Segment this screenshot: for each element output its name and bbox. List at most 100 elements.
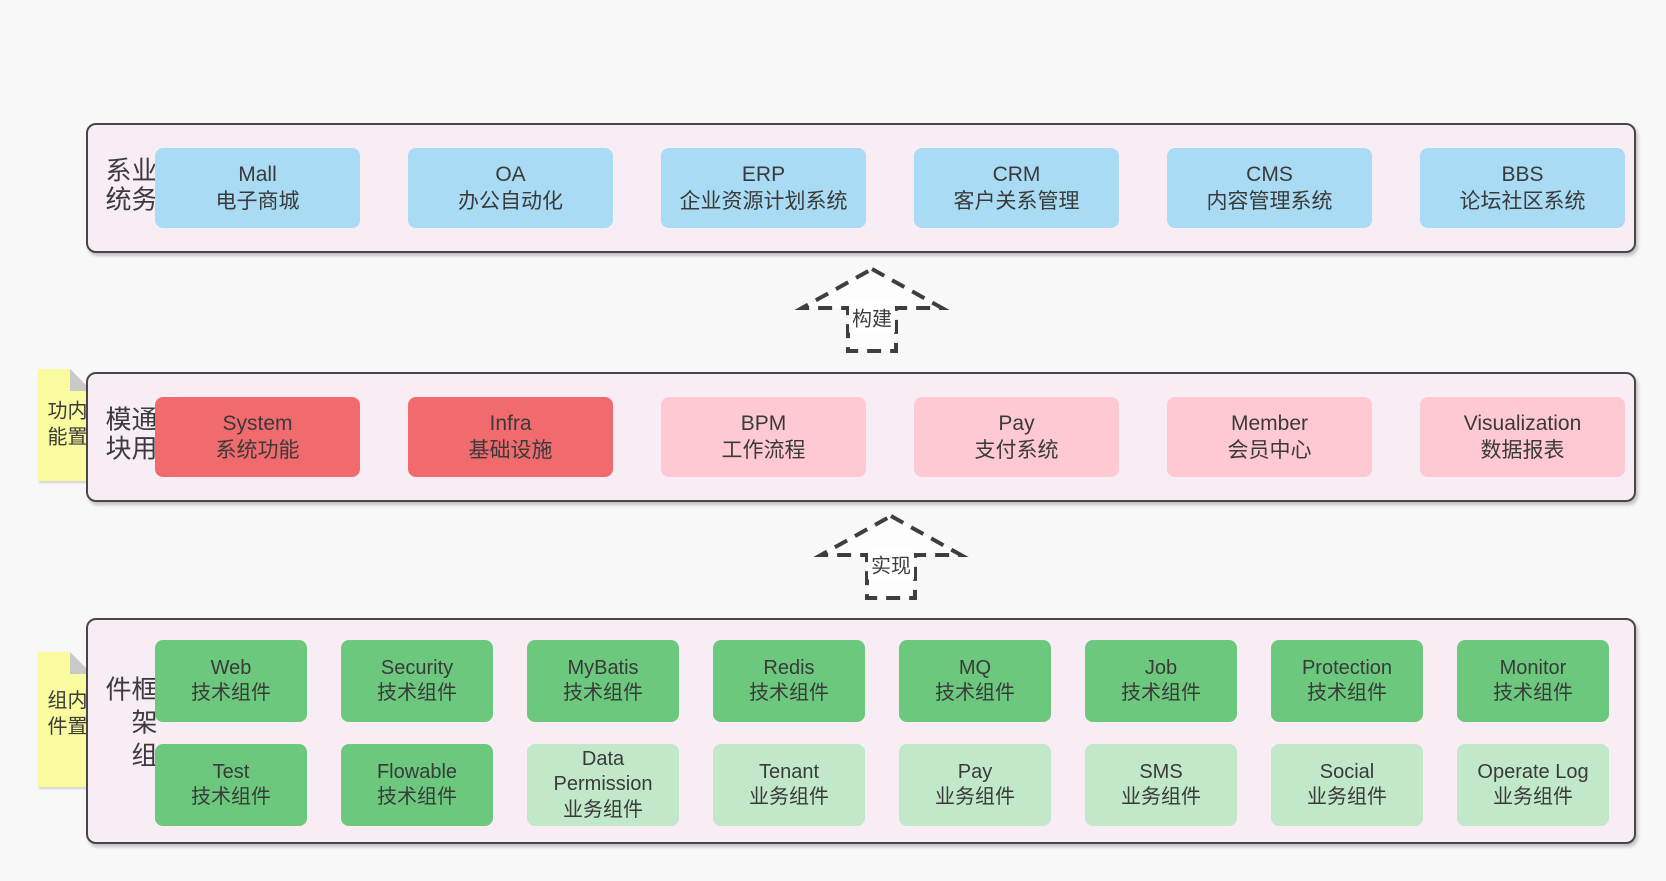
box-tenant: Tenant 业务组件 <box>713 744 865 826</box>
box-sms: SMS 业务组件 <box>1085 744 1237 826</box>
box-erp: ERP 企业资源计划系统 <box>661 148 866 228</box>
box-title: Mall <box>238 162 277 186</box>
layer-common-modules-label: 通用模块 <box>102 405 158 464</box>
box-title: Job <box>1144 656 1178 679</box>
box-oa: OA 办公自动化 <box>408 148 613 228</box>
sticky-builtin-components-label: 内置组件 <box>44 689 86 742</box>
box-subtitle: 技术组件 <box>1121 682 1201 704</box>
box-subtitle: 数据报表 <box>1480 439 1565 462</box>
layer-framework-components-label: 框架组件 <box>102 675 158 775</box>
layer-common-modules: 通用模块 System 系统功能 Infra 基础设施 BPM 工作流程 Pay 支付系统 Me… <box>86 372 1636 502</box>
box-subtitle: 基础设施 <box>468 439 553 462</box>
box-title: Data Permission <box>553 748 653 796</box>
box-subtitle: 技术组件 <box>935 682 1015 704</box>
business-systems-box-row: Mall 电子商城 OA 办公自动化 ERP 企业资源计划系统 CRM 客户关系管理 CMS 内容… <box>155 148 1625 228</box>
box-title: Security <box>380 656 454 679</box>
box-subtitle: 电子商城 <box>215 190 300 213</box>
box-subtitle: 企业资源计划系统 <box>679 190 848 213</box>
sticky-note-builtin-components: 内置组件 <box>38 652 92 787</box>
arrow-implement-label: 实现 <box>868 548 914 580</box>
box-social: Social 业务组件 <box>1271 744 1423 826</box>
box-title: Infra <box>489 411 532 435</box>
box-title: Flowable <box>376 760 458 783</box>
box-subtitle: 技术组件 <box>377 786 457 808</box>
arrow-build: 构建 <box>792 266 952 354</box>
box-monitor: Monitor 技术组件 <box>1457 640 1609 722</box>
box-title: Tenant <box>758 760 820 783</box>
box-title: BBS <box>1501 162 1544 186</box>
arrow-implement: 实现 <box>811 513 971 601</box>
box-mall: Mall 电子商城 <box>155 148 360 228</box>
box-title: Web <box>210 656 252 679</box>
arrow-build-label: 构建 <box>849 301 895 333</box>
box-subtitle: 业务组件 <box>1493 786 1573 808</box>
box-cms: CMS 内容管理系统 <box>1167 148 1372 228</box>
box-subtitle: 办公自动化 <box>458 190 563 213</box>
box-subtitle: 业务组件 <box>1121 786 1201 808</box>
box-subtitle: 技术组件 <box>563 682 643 704</box>
common-modules-box-row: System 系统功能 Infra 基础设施 BPM 工作流程 Pay 支付系统 Member 会… <box>155 397 1625 477</box>
box-mybatis: MyBatis 技术组件 <box>527 640 679 722</box>
box-title: BPM <box>740 411 787 435</box>
box-subtitle: 客户关系管理 <box>953 190 1080 213</box>
sticky-note-builtin-features: 内置功能 <box>38 369 92 481</box>
box-visualization: Visualization 数据报表 <box>1420 397 1625 477</box>
box-subtitle: 业务组件 <box>749 786 829 808</box>
box-title: Test <box>212 760 250 783</box>
box-subtitle: 支付系统 <box>974 439 1059 462</box>
box-subtitle: 系统功能 <box>215 439 300 462</box>
layer-business-systems: 业务系统 Mall 电子商城 OA 办公自动化 ERP 企业资源计划系统 CRM 客户关系管理… <box>86 123 1636 253</box>
box-subtitle: 内容管理系统 <box>1206 190 1333 213</box>
box-title: CRM <box>992 162 1041 186</box>
box-title: Pay <box>998 411 1035 435</box>
box-subtitle: 业务组件 <box>1307 786 1387 808</box>
box-bbs: BBS 论坛社区系统 <box>1420 148 1625 228</box>
box-redis: Redis 技术组件 <box>713 640 865 722</box>
box-title: Social <box>1319 760 1375 783</box>
box-pay: Pay 业务组件 <box>899 744 1051 826</box>
box-subtitle: 工作流程 <box>721 439 806 462</box>
box-job: Job 技术组件 <box>1085 640 1237 722</box>
box-web: Web 技术组件 <box>155 640 307 722</box>
box-title: Monitor <box>1499 656 1567 679</box>
box-subtitle: 技术组件 <box>191 682 271 704</box>
box-title: System <box>222 411 293 435</box>
box-subtitle: 技术组件 <box>749 682 829 704</box>
box-title: Operate Log <box>1477 760 1589 783</box>
box-infra: Infra 基础设施 <box>408 397 613 477</box>
box-flowable: Flowable 技术组件 <box>341 744 493 826</box>
box-title: CMS <box>1246 162 1293 186</box>
box-title: ERP <box>741 162 786 186</box>
box-subtitle: 会员中心 <box>1227 439 1312 462</box>
box-member: Member 会员中心 <box>1167 397 1372 477</box>
box-system: System 系统功能 <box>155 397 360 477</box>
box-subtitle: 论坛社区系统 <box>1459 190 1586 213</box>
box-subtitle: 业务组件 <box>563 798 643 821</box>
box-protection: Protection 技术组件 <box>1271 640 1423 722</box>
box-title: OA <box>495 162 526 186</box>
box-title: Redis <box>763 656 815 679</box>
box-title: SMS <box>1139 760 1183 783</box>
layer-business-systems-label: 业务系统 <box>102 156 158 215</box>
box-subtitle: 业务组件 <box>935 786 1015 808</box>
box-title: Pay <box>957 760 993 783</box>
box-subtitle: 技术组件 <box>1307 682 1387 704</box>
box-title: Visualization <box>1463 411 1582 435</box>
box-subtitle: 技术组件 <box>1493 682 1573 704</box>
box-crm: CRM 客户关系管理 <box>914 148 1119 228</box>
box-pay: Pay 支付系统 <box>914 397 1119 477</box>
box-title: MyBatis <box>567 656 639 679</box>
box-operate-log: Operate Log 业务组件 <box>1457 744 1609 826</box>
box-title: Member <box>1230 411 1309 435</box>
sticky-builtin-features-label: 内置功能 <box>44 400 86 453</box>
box-title: Protection <box>1301 656 1393 679</box>
